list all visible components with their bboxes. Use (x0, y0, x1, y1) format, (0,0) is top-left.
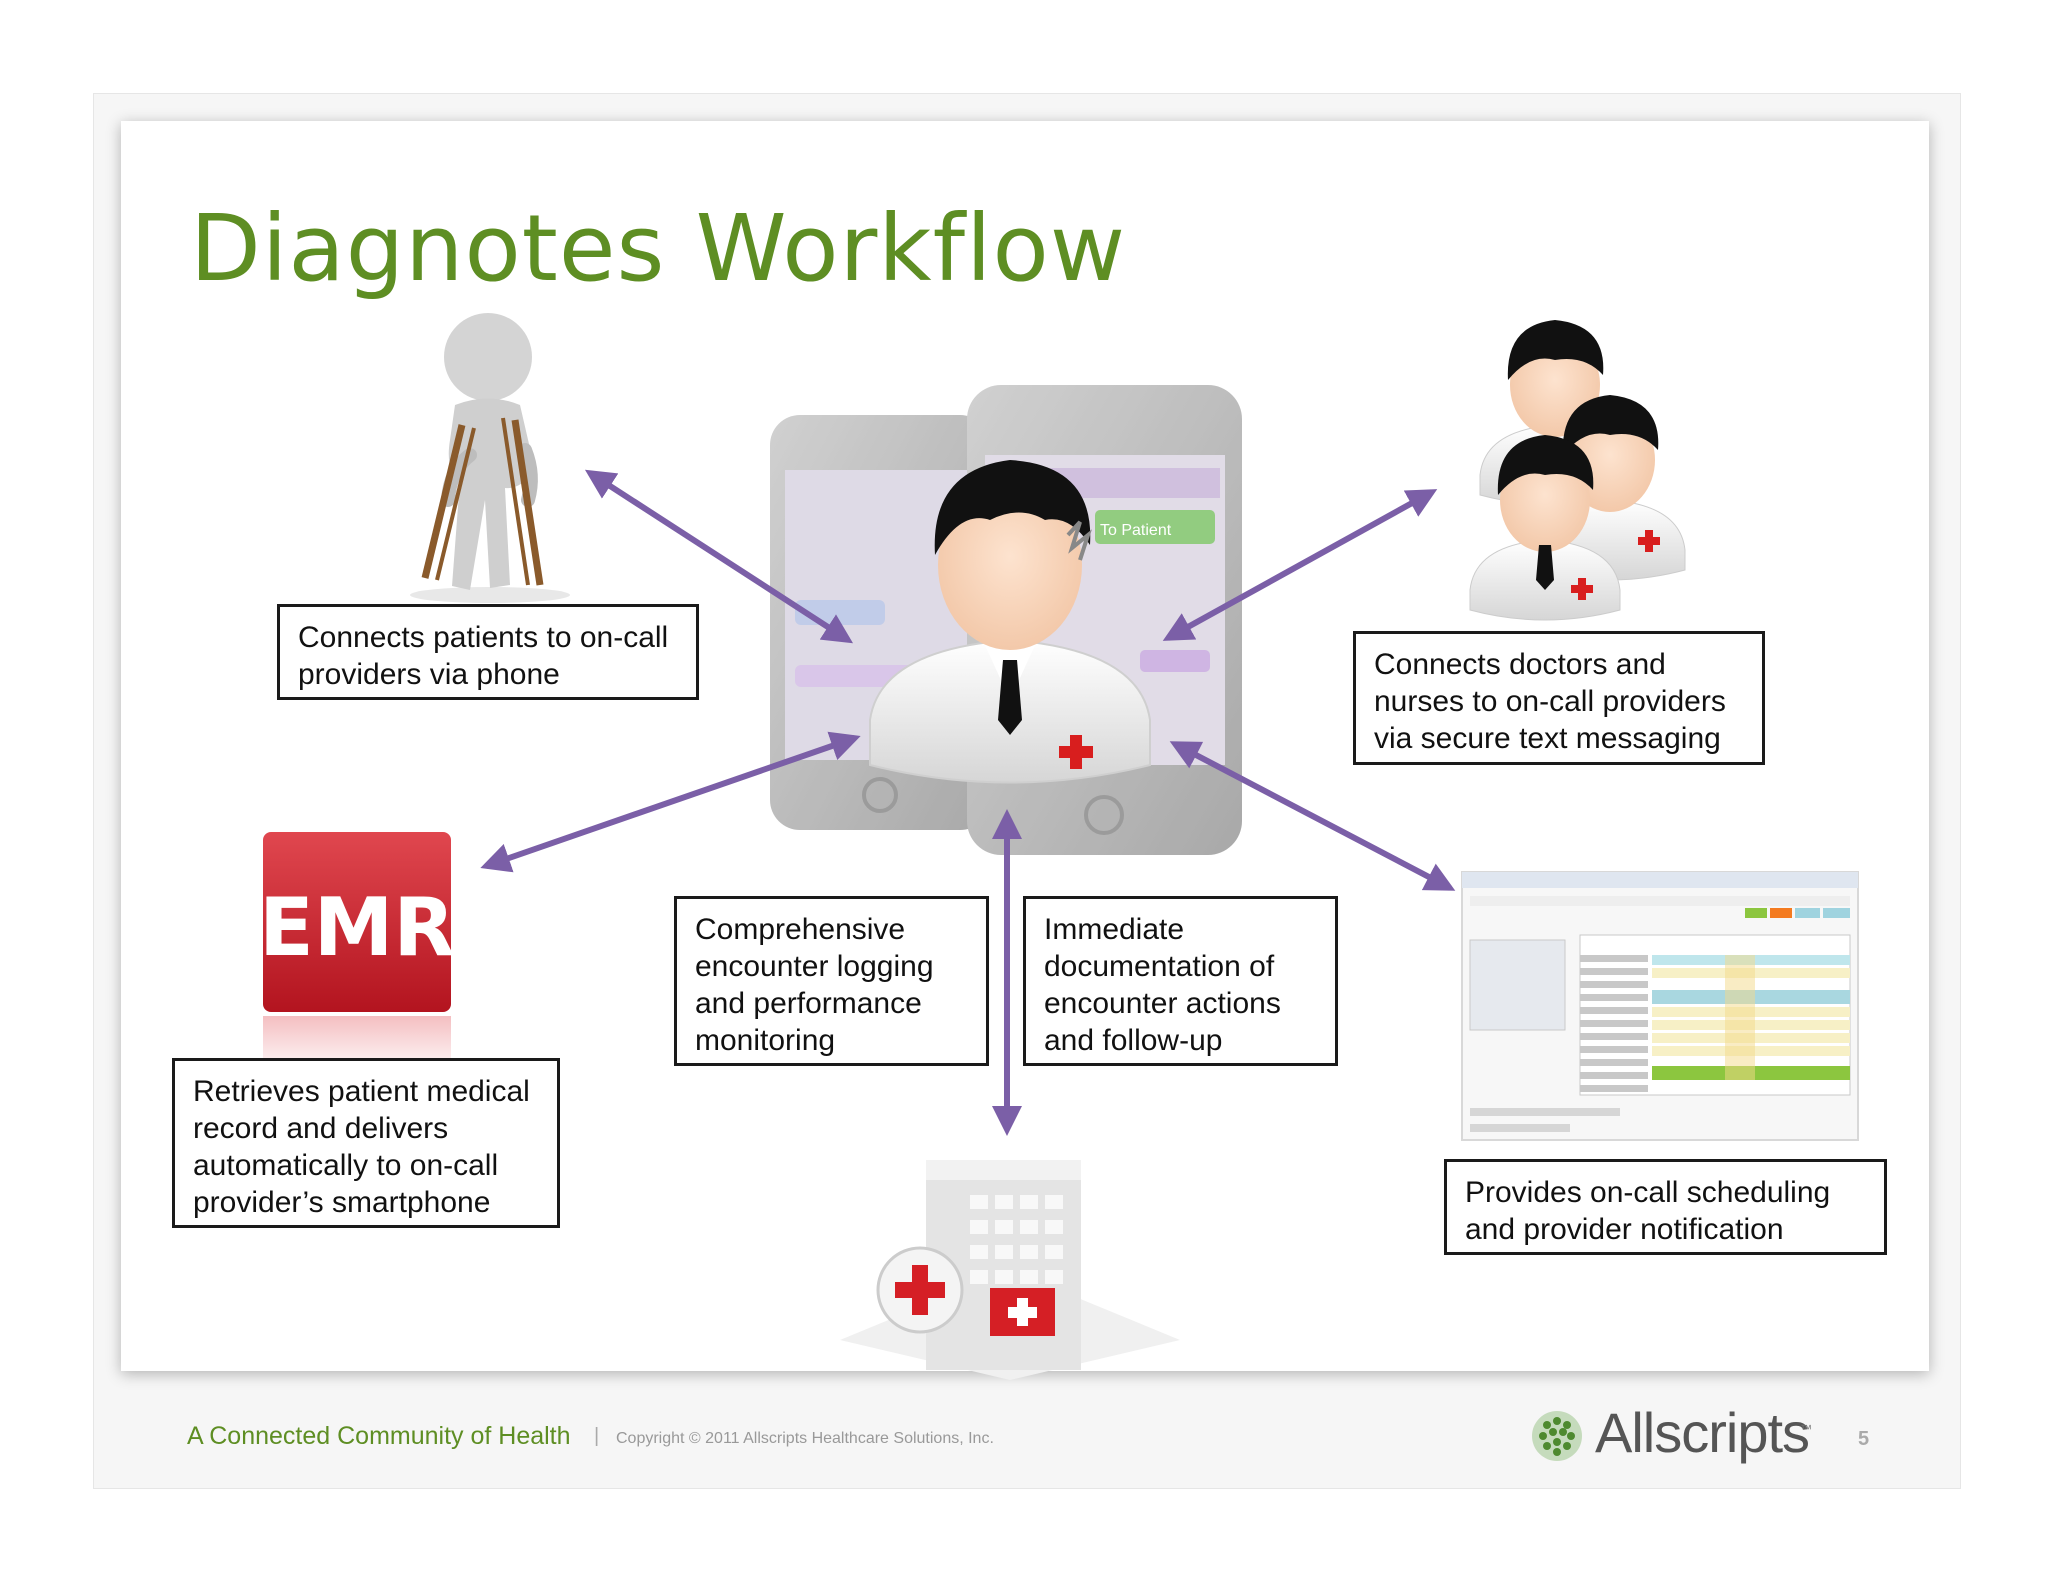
emr-icon: EMR (259, 832, 455, 1076)
allscripts-logo-icon (1532, 1411, 1582, 1461)
arrow-patient (584, 469, 854, 644)
doctor-avatar-icon (869, 460, 1151, 784)
slide-title: Diagnotes Workflow (190, 195, 1127, 302)
doctors-group-icon (1469, 320, 1686, 621)
box-documentation: Immediate documentation of encounter act… (1023, 896, 1338, 1066)
box-logging: Comprehensive encounter logging and perf… (674, 896, 989, 1066)
box-patients: Connects patients to on-call providers v… (277, 604, 699, 700)
brand-name: Allscripts (1595, 1401, 1810, 1464)
footer-copyright: Copyright © 2011 Allscripts Healthcare S… (616, 1430, 994, 1447)
brand-trademark: ™ (1800, 1422, 1812, 1436)
box-doctors: Connects doctors and nurses to on-call p… (1353, 631, 1765, 765)
schedule-screenshot-icon (1461, 871, 1859, 1141)
box-emr: Retrieves patient medical record and del… (172, 1058, 560, 1228)
footer-separator: | (594, 1425, 600, 1447)
hospital-icon (840, 1160, 1180, 1380)
arrow-emr (480, 731, 861, 873)
workflow-arrows (480, 469, 1456, 1136)
patient-on-crutches-icon (410, 313, 570, 603)
box-scheduling: Provides on-call scheduling and provider… (1444, 1159, 1887, 1255)
emr-label: EMR (259, 881, 455, 974)
page-number: 5 (1858, 1428, 1870, 1450)
arrow-schedule (1169, 741, 1456, 891)
arrow-doctors (1162, 489, 1438, 641)
footer-tagline: A Connected Community of Health (187, 1422, 571, 1450)
phone-button-label: To Patient (1100, 522, 1172, 539)
